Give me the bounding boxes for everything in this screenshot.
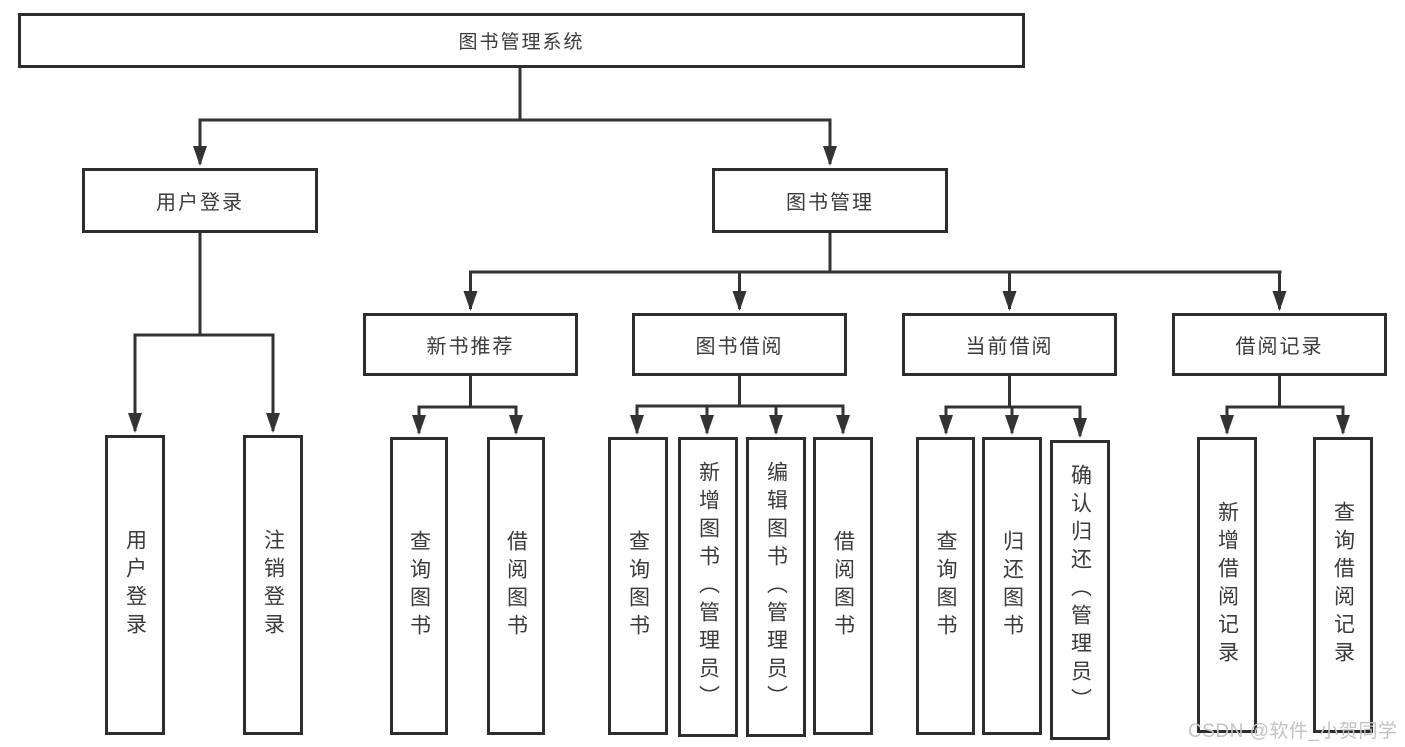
leaf-logout: 注销登录 <box>243 435 303 735</box>
leaf-return-books: 归还图书 <box>982 437 1042 735</box>
node-borrow-records-label: 借阅记录 <box>1235 336 1324 358</box>
leaf-borrow-books: 借阅图书 <box>813 437 873 735</box>
node-library-system: 图书管理系统 <box>18 13 1025 68</box>
leaf-current-query-books: 查询图书 <box>916 437 975 735</box>
leaf-logout-label: 注销登录 <box>261 529 285 641</box>
leaf-add-borrow-record-label: 新增借阅记录 <box>1215 501 1239 669</box>
leaf-query-borrow-record: 查询借阅记录 <box>1313 437 1373 733</box>
leaf-borrow-query-books-label: 查询图书 <box>626 530 650 642</box>
leaf-add-books-admin: 新增图书（管理员） <box>678 437 738 737</box>
leaf-recommend-borrow-books: 借阅图书 <box>487 437 545 735</box>
node-book-management-label: 图书管理 <box>786 192 874 214</box>
node-new-book-recommend-label: 新书推荐 <box>426 336 515 358</box>
leaf-borrow-books-label: 借阅图书 <box>831 530 855 642</box>
node-borrow-records: 借阅记录 <box>1172 313 1387 376</box>
leaf-recommend-query-books: 查询图书 <box>390 437 448 735</box>
node-current-borrow: 当前借阅 <box>902 313 1117 376</box>
node-current-borrow-label: 当前借阅 <box>965 336 1054 358</box>
leaf-query-borrow-record-label: 查询借阅记录 <box>1331 501 1355 669</box>
leaf-user-login-label: 用户登录 <box>123 529 147 641</box>
node-user-login: 用户登录 <box>82 168 318 233</box>
node-user-login-label: 用户登录 <box>156 192 244 214</box>
leaf-user-login: 用户登录 <box>105 435 165 735</box>
leaf-return-books-label: 归还图书 <box>1000 530 1024 642</box>
node-book-borrow: 图书借阅 <box>632 313 847 376</box>
leaf-confirm-return-admin-label: 确认归还（管理员） <box>1068 464 1092 716</box>
watermark: CSDN @软件_小贺同学 <box>1188 721 1398 742</box>
leaf-edit-books-admin: 编辑图书（管理员） <box>746 437 806 737</box>
node-book-management: 图书管理 <box>712 168 948 233</box>
leaf-recommend-query-books-label: 查询图书 <box>407 530 431 642</box>
leaf-current-query-books-label: 查询图书 <box>934 530 957 642</box>
leaf-borrow-query-books: 查询图书 <box>608 437 668 735</box>
leaf-add-borrow-record: 新增借阅记录 <box>1197 437 1257 733</box>
node-book-borrow-label: 图书借阅 <box>695 336 784 358</box>
node-library-system-label: 图书管理系统 <box>458 32 585 53</box>
leaf-confirm-return-admin: 确认归还（管理员） <box>1050 440 1110 740</box>
leaf-add-books-admin-label: 新增图书（管理员） <box>696 461 720 713</box>
leaf-edit-books-admin-label: 编辑图书（管理员） <box>764 461 788 713</box>
node-new-book-recommend: 新书推荐 <box>363 313 578 376</box>
leaf-recommend-borrow-books-label: 借阅图书 <box>504 530 528 642</box>
